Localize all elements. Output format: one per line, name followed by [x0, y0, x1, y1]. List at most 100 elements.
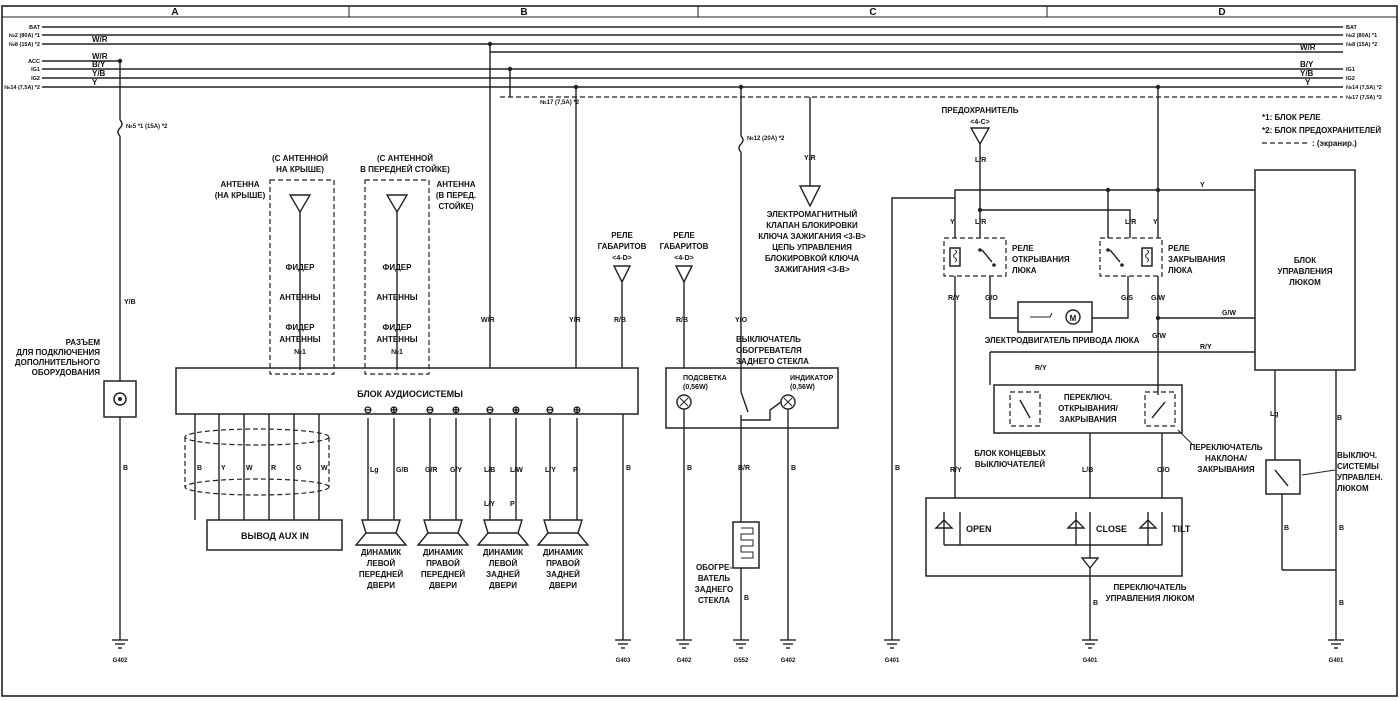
- column-d-sunroof: ПРЕДОХРАНИТЕЛЬ <4-C> L/R Y Y L/R L/R Y Р…: [884, 84, 1383, 664]
- bus-label: №14 (7,5A) *2: [1346, 85, 1382, 91]
- svg-text:ДИНАМИК: ДИНАМИК: [423, 548, 463, 557]
- wire-color: R/Y: [1035, 365, 1047, 372]
- heater-label: ВАТЕЛЬ: [698, 574, 731, 583]
- audio-unit-label: БЛОК АУДИОСИСТЕМЫ: [357, 389, 463, 399]
- svg-text:ДИНАМИК: ДИНАМИК: [543, 548, 583, 557]
- solenoid-label: БЛОКИРОВКОЙ КЛЮЧА: [765, 254, 860, 263]
- wire-color: L/W: [510, 467, 523, 474]
- solenoid-label: ЦЕПЬ УПРАВЛЕНИЯ: [772, 243, 852, 252]
- antenna-header: НА КРЫШЕ): [276, 165, 324, 174]
- wire-color: Y: [950, 219, 955, 226]
- column-c-defog: РЕЛЕ ГАБАРИТОВ <4-D> R/B РЕЛЕ ГАБАРИТОВ …: [540, 87, 866, 664]
- connector-label: ДЛЯ ПОДКЛЮЧЕНИЯ: [16, 348, 100, 357]
- wire-color: G/W: [1151, 295, 1165, 302]
- bus-label: №8 (15A) *2: [9, 42, 40, 48]
- fuse-label: №12 (20A) *2: [747, 135, 785, 142]
- svg-text:⊖: ⊖: [364, 405, 372, 416]
- relay-open-label: ЛЮКА: [1012, 266, 1037, 275]
- svg-text:ПЕРЕДНЕЙ: ПЕРЕДНЕЙ: [359, 570, 404, 579]
- wire-color: Y/R: [569, 317, 581, 324]
- wire-color: Y: [1153, 219, 1158, 226]
- feeder-label: ФИДЕР: [383, 263, 413, 272]
- antenna-roof-box: [269, 179, 335, 375]
- relay-ref: <4-D>: [612, 255, 631, 262]
- relay-label: РЕЛЕ: [611, 231, 633, 240]
- control-unit-label: БЛОК: [1294, 256, 1316, 265]
- column-a: №5 *1 (15A) *2 Y/B РАЗЪЕМ ДЛЯ ПОДКЛЮЧЕНИ…: [15, 61, 168, 664]
- control-switch-label: ПЕРЕКЛЮЧАТЕЛЬ: [1114, 583, 1187, 592]
- fuse-label: №5 *1 (15A) *2: [126, 123, 168, 130]
- svg-text:ПРАВОЙ: ПРАВОЙ: [546, 559, 580, 568]
- close-label: CLOSE: [1096, 524, 1127, 534]
- defog-switch-block: [665, 367, 839, 429]
- limit-switch-block: [993, 384, 1183, 434]
- ground-label: G402: [677, 658, 692, 664]
- tilt-switch-label: ПЕРЕКЛЮЧАТЕЛЬ: [1190, 443, 1263, 452]
- wire-color: B: [1339, 600, 1344, 607]
- svg-text:⊕: ⊕: [390, 405, 398, 416]
- wire-color: L/R: [975, 219, 986, 226]
- bus-label: IG2: [31, 76, 40, 82]
- relay-arrow: [612, 265, 632, 284]
- defog-switch-label: ЗАДНЕГО СТЕКЛА: [736, 357, 809, 366]
- svg-text:ДВЕРИ: ДВЕРИ: [429, 581, 457, 590]
- indicator-label: (0,56W): [790, 384, 815, 391]
- tilt-switch-label: НАКЛОНА/: [1205, 454, 1248, 463]
- solenoid-label: КЛАПАН БЛОКИРОВКИ: [766, 221, 858, 230]
- svg-text:ЗАДНЕЙ: ЗАДНЕЙ: [486, 570, 520, 579]
- wire-color: B: [687, 465, 692, 472]
- wire-color: W/R: [92, 52, 108, 61]
- antenna-label: АНТЕННА: [220, 180, 259, 189]
- svg-text:ЛЕВОЙ: ЛЕВОЙ: [367, 559, 396, 568]
- bus-label: BAT: [1346, 25, 1358, 31]
- backlight-label: ПОДСВЕТКА: [683, 375, 727, 382]
- sunroof-motor-block: [1017, 301, 1093, 333]
- wire-color: Y: [221, 465, 226, 472]
- wire-color: W: [321, 465, 328, 472]
- wire-color: Y/B: [124, 299, 136, 306]
- wire-color: W/R: [1300, 43, 1316, 52]
- relay-label: ГАБАРИТОВ: [598, 242, 647, 251]
- wire-color: G/B: [396, 467, 408, 474]
- relay-close-label: ЗАКРЫВАНИЯ: [1168, 255, 1226, 264]
- svg-text:M: M: [1070, 314, 1077, 323]
- antenna-label: (В ПЕРЕД.: [436, 191, 476, 200]
- fuse-arrow: [969, 127, 991, 146]
- feeder-label: АНТЕННЫ: [376, 335, 417, 344]
- wire-color: B: [197, 465, 202, 472]
- column-header: A B C D: [2, 6, 1397, 18]
- feeder-label: №1: [294, 348, 306, 356]
- antenna-label: СТОЙКЕ): [438, 202, 473, 211]
- relay-open-label: ОТКРЫВАНИЯ: [1012, 255, 1070, 264]
- fuse-5: [117, 119, 123, 137]
- bus-label: №17 (7,5A) *2: [1346, 95, 1382, 101]
- wire-color: Y/O: [735, 317, 748, 324]
- bus-label: №8 (15A) *2: [1346, 42, 1377, 48]
- motor-label: ЭЛЕКТРОДВИГАТЕЛЬ ПРИВОДА ЛЮКА: [985, 336, 1140, 345]
- relay-ref: <4-D>: [674, 255, 693, 262]
- feeder-label: ФИДЕР: [286, 323, 316, 332]
- feeder-label: АНТЕННЫ: [376, 293, 417, 302]
- legend: *1: БЛОК РЕЛЕ *2: БЛОК ПРЕДОХРАНИТЕЛЕЙ :…: [1262, 113, 1381, 148]
- connector-label: РАЗЪЕМ: [66, 338, 101, 347]
- feeder-label: ФИДЕР: [286, 263, 316, 272]
- defog-switch-label: ОБОГРЕВАТЕЛЯ: [736, 346, 802, 355]
- control-unit-label: ЛЮКОМ: [1289, 278, 1321, 287]
- antenna-pillar-box: [364, 179, 430, 375]
- column-label-d: D: [1218, 7, 1225, 18]
- bus-labels-right: BAT №2 (80A) *1 №8 (15A) *2 IG1 IG2 №14 …: [1300, 25, 1382, 101]
- master-switch-label: УПРАВЛЕН.: [1337, 473, 1383, 482]
- connector-label: ДОПОЛНИТЕЛЬНОГО: [15, 358, 100, 367]
- svg-text:ПЕРЕДНЕЙ: ПЕРЕДНЕЙ: [421, 570, 466, 579]
- ground-label: G401: [1083, 658, 1098, 664]
- sheet-border: [1, 5, 1398, 697]
- master-switch-block: [1265, 459, 1301, 495]
- motor-icon: [1065, 309, 1081, 325]
- audio-unit-block: [175, 367, 639, 415]
- legend-item: : (экранир.): [1312, 139, 1357, 148]
- bus-label: IG2: [1346, 76, 1355, 82]
- aux-in-harness: B Y W R G W ВЫВОД AUX IN: [184, 414, 343, 551]
- column-label-a: A: [171, 7, 178, 18]
- wire-color: B/R: [738, 465, 750, 472]
- heater-label: ОБОГРЕ-: [696, 563, 732, 572]
